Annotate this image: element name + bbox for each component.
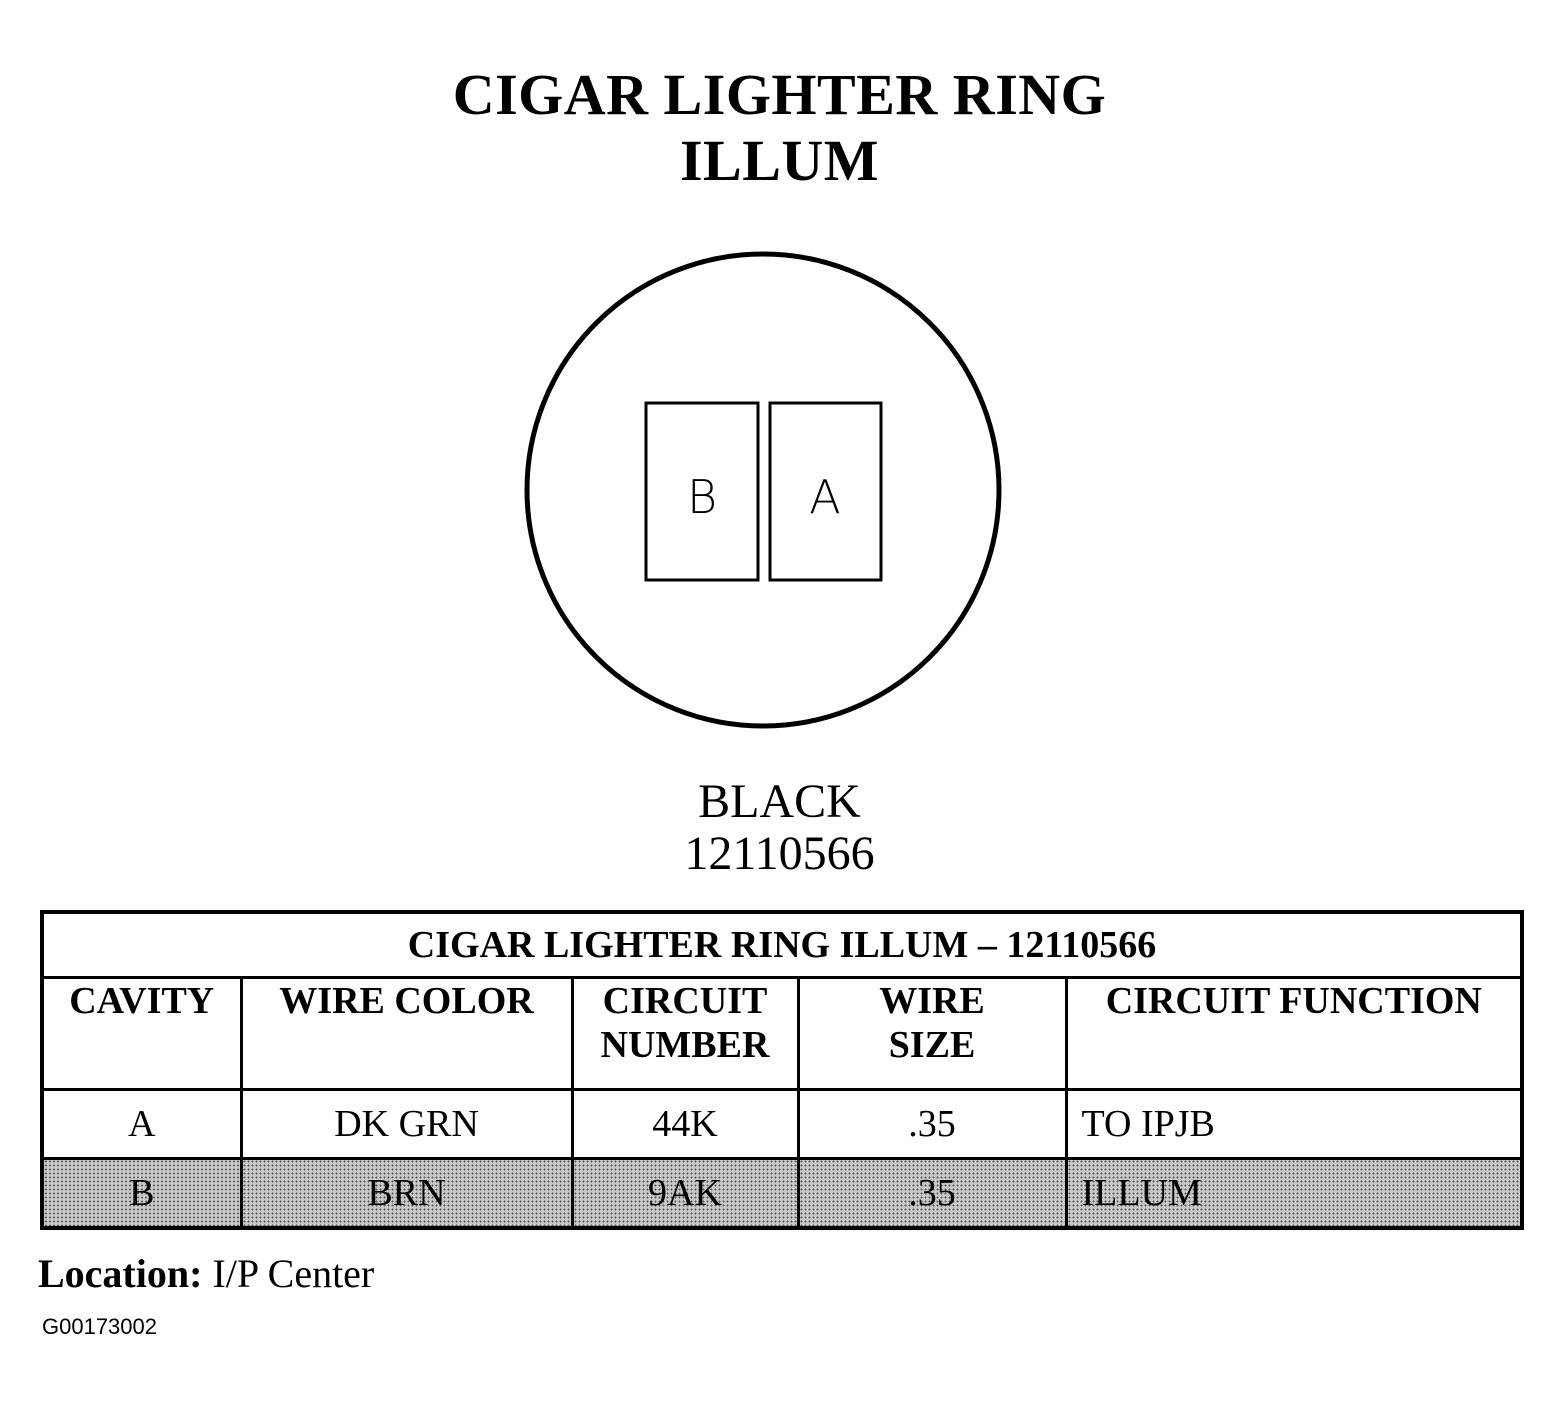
cell-circuit-function: TO IPJB	[1064, 1087, 1524, 1160]
header-circuit-function: CIRCUIT FUNCTION	[1064, 976, 1524, 1091]
location-note: Location: I/P Center	[38, 1250, 374, 1297]
cell-circuit-function: ILLUM	[1064, 1156, 1524, 1230]
table-row: A DK GRN 44K .35 TO IPJB	[40, 1087, 1524, 1160]
cell-wire-color: DK GRN	[239, 1087, 574, 1160]
table-row: B BRN 9AK .35 ILLUM	[40, 1156, 1524, 1230]
diagram-title: CIGAR LIGHTER RING ILLUM	[0, 62, 1559, 194]
connector-outline	[524, 251, 1002, 729]
cavity-b-box	[644, 401, 760, 582]
header-circuit-number: CIRCUIT NUMBER	[570, 976, 800, 1091]
header-cavity: CAVITY	[40, 976, 243, 1091]
connector-part-number: 12110566	[684, 827, 875, 880]
cavity-a-label: A	[809, 470, 840, 524]
title-line-2: ILLUM	[679, 128, 880, 193]
connector-info: BLACK 12110566	[0, 776, 1559, 880]
location-value: I/P Center	[212, 1251, 375, 1296]
header-wire-size: WIRE SIZE	[796, 976, 1068, 1091]
cell-cavity: B	[40, 1156, 243, 1230]
cell-wire-size: .35	[796, 1156, 1068, 1230]
connector-color: BLACK	[698, 775, 861, 828]
table-header-row: CAVITY WIRE COLOR CIRCUIT NUMBER WIRE SI…	[40, 976, 1524, 1091]
cavity-a-box	[768, 401, 883, 582]
cell-circuit-number: 44K	[570, 1087, 800, 1160]
cavity-b-label: B	[687, 470, 717, 524]
pinout-table: CIGAR LIGHTER RING ILLUM – 12110566 CAVI…	[40, 910, 1525, 1230]
title-line-1: CIGAR LIGHTER RING	[452, 62, 1107, 127]
header-wire-color: WIRE COLOR	[239, 976, 574, 1091]
cell-cavity: A	[40, 1087, 243, 1160]
connector-face-diagram: B A	[524, 251, 1002, 729]
location-label: Location:	[38, 1251, 203, 1296]
figure-id: G00173002	[42, 1314, 157, 1339]
cell-wire-color: BRN	[239, 1156, 574, 1230]
table-title: CIGAR LIGHTER RING ILLUM – 12110566	[40, 910, 1524, 980]
cell-wire-size: .35	[796, 1087, 1068, 1160]
cell-circuit-number: 9AK	[570, 1156, 800, 1230]
